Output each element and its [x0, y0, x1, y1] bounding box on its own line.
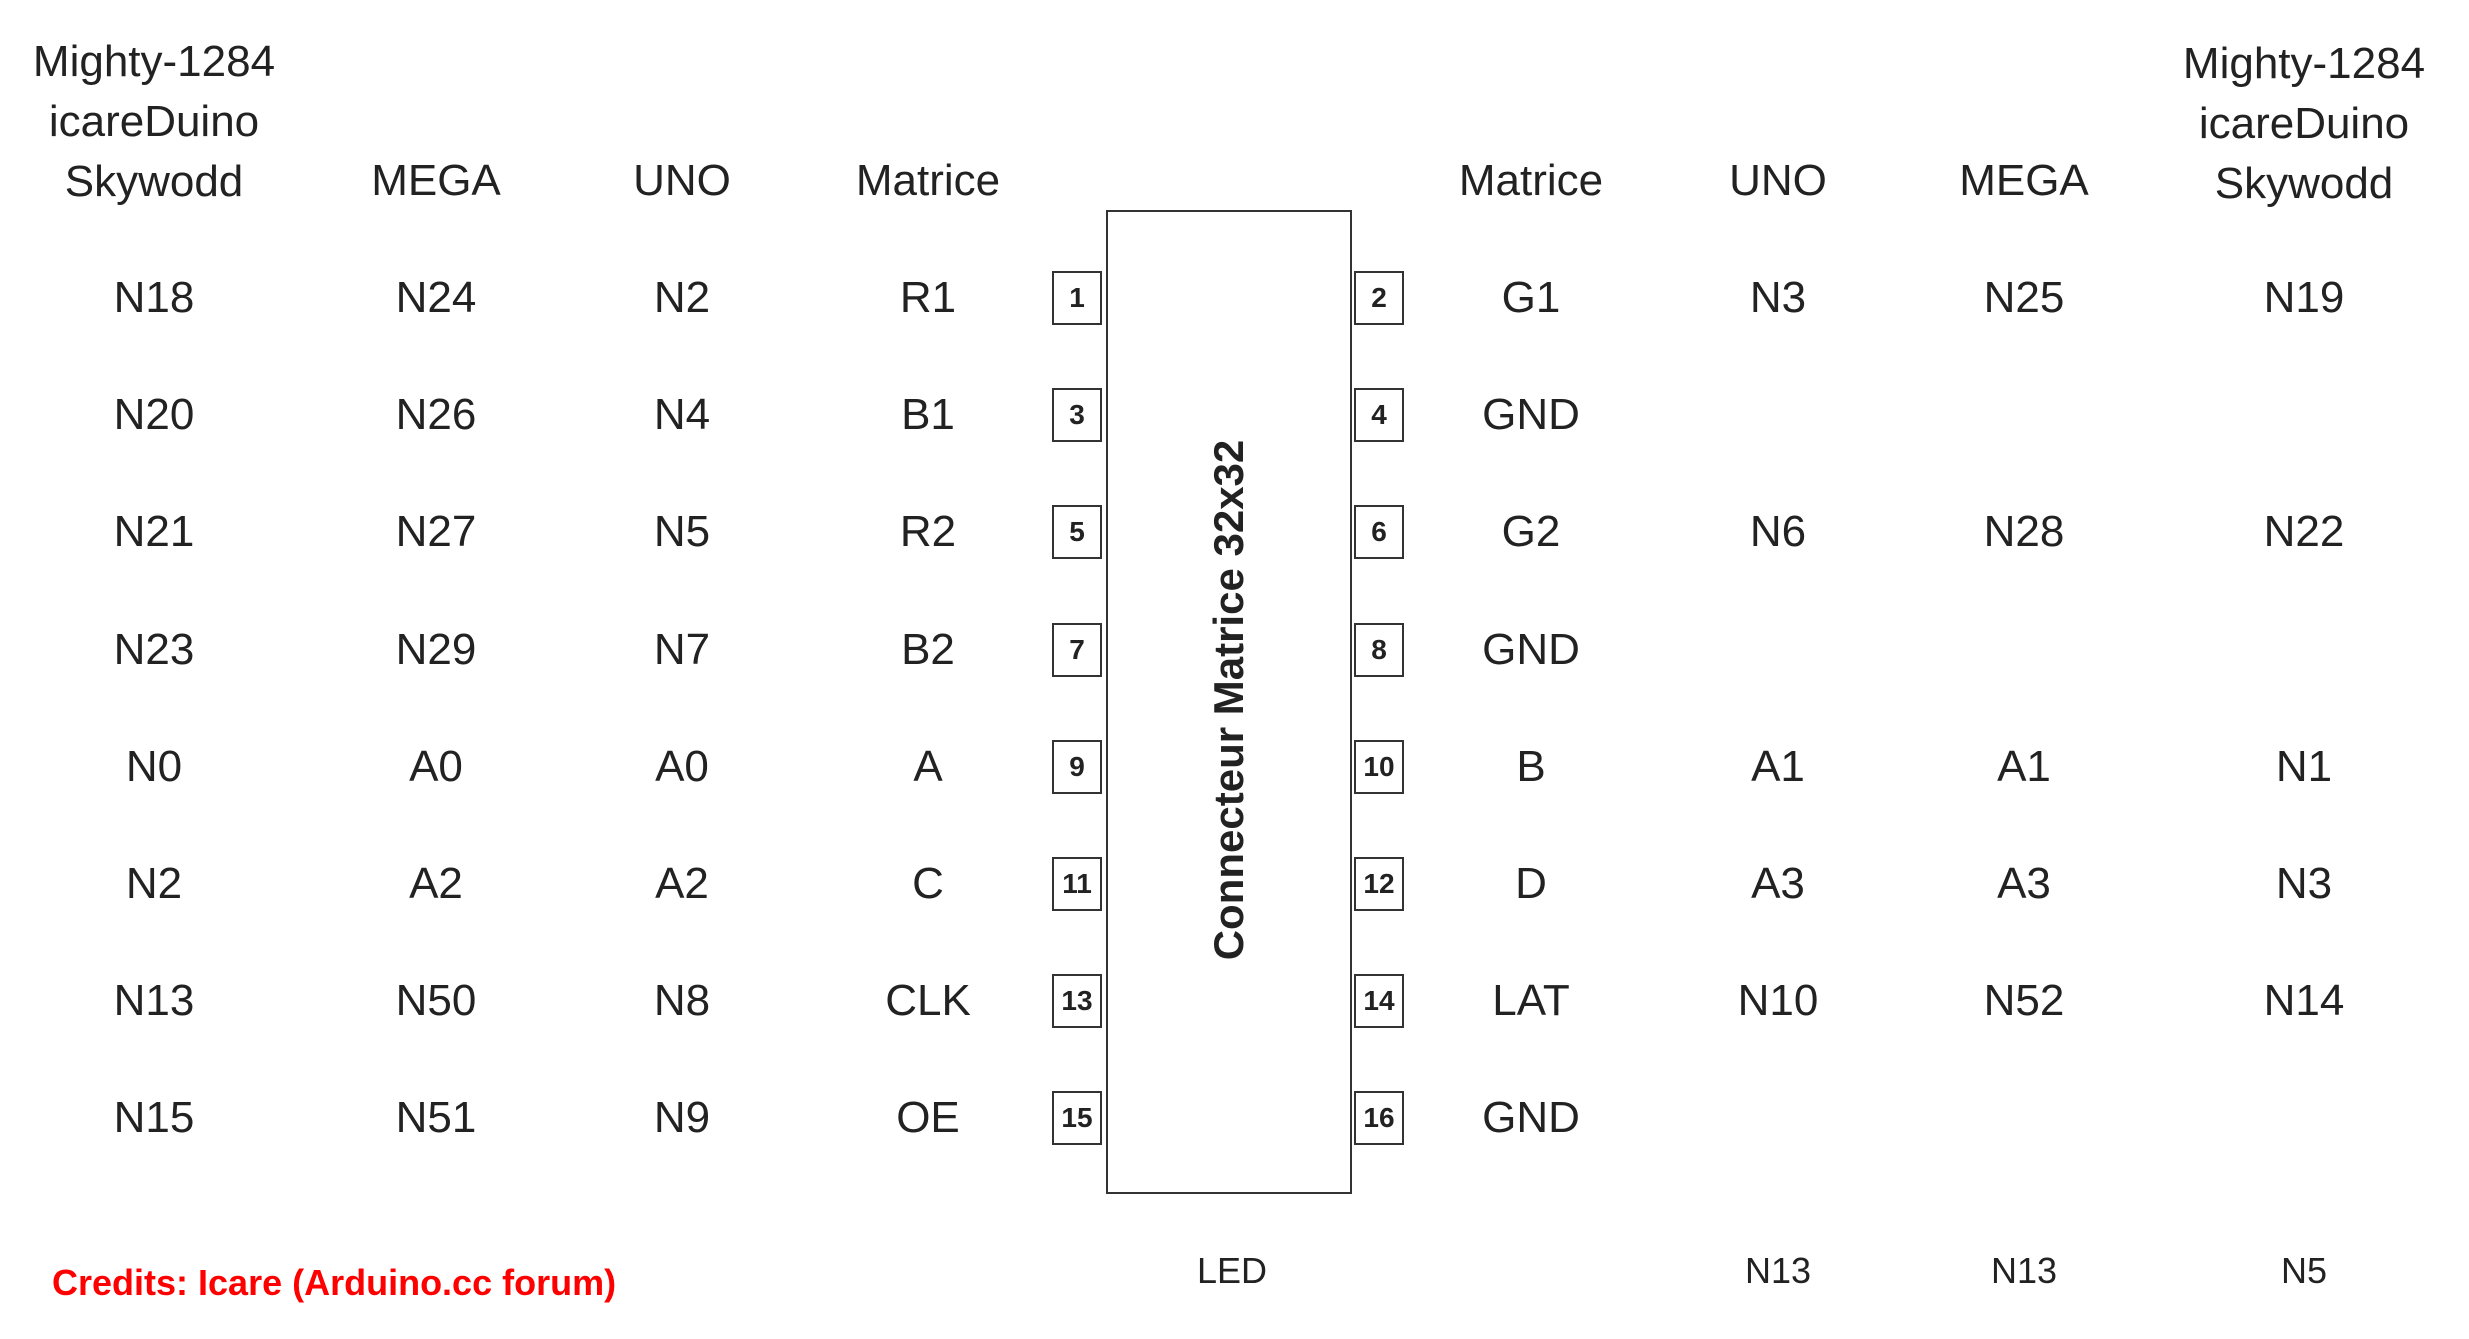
header-right-mighty-line2: icareDuino	[2198, 99, 2410, 148]
right-signal-name: GND	[1482, 624, 1580, 674]
right-signal-name: G1	[1501, 273, 1561, 322]
left-pin-number: 13	[1052, 974, 1102, 1029]
left-pin-number: 7	[1052, 622, 1102, 677]
left-uno-value: N8	[653, 976, 711, 1026]
left-signal-name: OE	[896, 1093, 960, 1143]
left-signal-name: A	[913, 741, 943, 791]
left-mega-value: N29	[395, 624, 477, 674]
left-signal-name: C	[912, 859, 944, 908]
right-pin-number: 4	[1354, 388, 1404, 443]
left-signal-name: R1	[899, 273, 957, 322]
led-uno-value: N13	[1744, 1250, 1812, 1291]
left-mighty-value: N0	[125, 741, 183, 791]
left-mighty-value: N21	[113, 507, 195, 557]
left-mega-value: N27	[395, 507, 477, 557]
left-uno-value: N4	[653, 390, 711, 440]
left-mighty-value: N15	[113, 1093, 195, 1143]
left-pin-number: 15	[1052, 1091, 1102, 1146]
left-uno-value: N9	[653, 1093, 711, 1143]
left-pin-number: 1	[1052, 271, 1102, 325]
left-pin-number: 9	[1052, 739, 1102, 794]
right-mighty-value: N14	[2263, 976, 2345, 1026]
right-signal-name: G2	[1501, 507, 1561, 557]
right-pin-number: 12	[1354, 857, 1404, 911]
left-pin-number: 3	[1052, 388, 1102, 443]
left-signal-name: R2	[899, 507, 957, 557]
left-uno-value: N2	[653, 273, 711, 322]
header-right-matrice: Matrice	[1458, 156, 1604, 205]
header-right-mighty: Mighty-1284 icareDuino Skywodd	[2183, 34, 2425, 214]
credits-text: Credits: Icare (Arduino.cc forum)	[52, 1262, 617, 1303]
right-mighty-value: N1	[2275, 741, 2333, 791]
left-mega-value: N26	[395, 390, 477, 440]
left-mighty-value: N13	[113, 976, 195, 1026]
right-pin-number: 10	[1354, 739, 1404, 794]
right-mega-value: A3	[1997, 859, 2051, 908]
header-left-mighty-line2: icareDuino	[48, 97, 260, 146]
right-uno-value: N10	[1737, 976, 1819, 1026]
led-mega-value: N13	[1990, 1250, 2058, 1291]
led-mighty-value: N5	[2280, 1250, 2328, 1291]
left-mighty-value: N18	[113, 273, 195, 322]
left-pin-number: 11	[1052, 857, 1102, 911]
right-mega-value: A1	[1997, 741, 2051, 791]
left-pin-number: 5	[1052, 505, 1102, 560]
connector-body	[1106, 210, 1352, 1194]
left-signal-name: B1	[901, 390, 955, 440]
right-mighty-value: N3	[2275, 859, 2333, 908]
left-mega-value: N24	[395, 273, 477, 322]
right-mighty-value: N22	[2263, 507, 2345, 557]
left-mega-value: A0	[409, 741, 463, 791]
header-right-mega: MEGA	[1959, 156, 2089, 205]
left-mega-value: N50	[395, 976, 477, 1026]
right-mega-value: N28	[1983, 507, 2065, 557]
right-mega-value: N52	[1983, 976, 2065, 1026]
header-left-mighty-line1: Mighty-1284	[32, 37, 276, 86]
header-left-uno: UNO	[633, 156, 731, 205]
header-right-uno: UNO	[1729, 156, 1827, 205]
header-left-mighty-line3: Skywodd	[64, 157, 244, 206]
right-uno-value: N6	[1749, 507, 1807, 557]
left-signal-name: CLK	[885, 976, 971, 1026]
left-uno-value: N5	[653, 507, 711, 557]
right-pin-number: 16	[1354, 1091, 1404, 1146]
right-pin-number: 2	[1354, 271, 1404, 325]
header-right-mighty-line3: Skywodd	[2214, 159, 2394, 208]
right-mighty-value: N19	[2263, 273, 2345, 322]
right-signal-name: LAT	[1492, 976, 1570, 1026]
left-uno-value: A2	[655, 859, 709, 908]
left-signal-name: B2	[901, 624, 955, 674]
right-signal-name: B	[1516, 741, 1546, 791]
right-signal-name: GND	[1482, 390, 1580, 440]
left-uno-value: A0	[655, 741, 709, 791]
right-pin-number: 14	[1354, 974, 1404, 1029]
right-signal-name: GND	[1482, 1093, 1580, 1143]
left-mighty-value: N2	[125, 859, 183, 908]
right-signal-name: D	[1515, 859, 1547, 908]
led-label: LED	[1196, 1250, 1268, 1291]
right-pin-number: 8	[1354, 622, 1404, 677]
header-left-matrice: Matrice	[855, 156, 1001, 205]
right-pin-number: 6	[1354, 505, 1404, 560]
left-mighty-value: N20	[113, 390, 195, 440]
left-uno-value: N7	[653, 624, 711, 674]
left-mega-value: A2	[409, 859, 463, 908]
left-mega-value: N51	[395, 1093, 477, 1143]
right-uno-value: A1	[1751, 741, 1805, 791]
connector-label: Connecteur Matrice 32x32	[1205, 439, 1252, 961]
header-right-mighty-line1: Mighty-1284	[2182, 39, 2426, 88]
left-mighty-value: N23	[113, 624, 195, 674]
right-uno-value: A3	[1751, 859, 1805, 908]
right-uno-value: N3	[1749, 273, 1807, 322]
header-left-mega: MEGA	[371, 156, 501, 205]
right-mega-value: N25	[1983, 273, 2065, 322]
header-left-mighty: Mighty-1284 icareDuino Skywodd	[33, 32, 275, 212]
